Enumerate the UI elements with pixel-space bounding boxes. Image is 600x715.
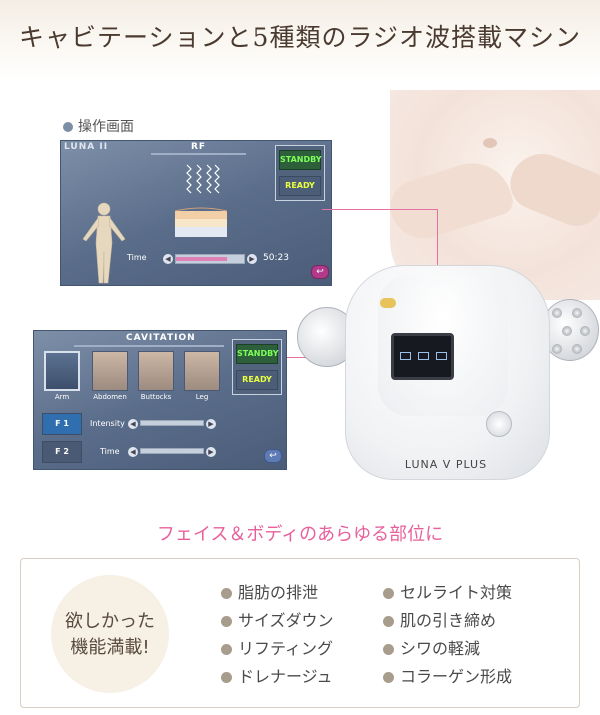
intensity-label: Intensity bbox=[90, 419, 125, 428]
bullet-icon bbox=[63, 122, 73, 132]
bullet-icon bbox=[221, 644, 232, 655]
time-increase-button[interactable]: ▶ bbox=[206, 447, 216, 457]
list-item: ドレナージュ bbox=[221, 663, 334, 691]
feature-text: ドレナージュ bbox=[238, 667, 333, 686]
f1-button[interactable]: F 1 bbox=[42, 413, 82, 435]
list-item: シワの軽減 bbox=[383, 635, 512, 663]
cavitation-title: CAVITATION bbox=[126, 333, 196, 343]
badge-line: 欲しかった bbox=[65, 611, 155, 632]
cav-status-panel: STANDBY READY bbox=[232, 339, 282, 395]
bullet-icon bbox=[383, 616, 394, 627]
time-label: Time bbox=[127, 253, 147, 262]
part-label: Leg bbox=[195, 393, 209, 401]
rf-wave-icon bbox=[186, 164, 220, 194]
title-bar bbox=[151, 153, 246, 155]
hand-left bbox=[383, 152, 517, 248]
header-banner: キャビテーションと5種類のラジオ波搭載マシン bbox=[0, 0, 600, 80]
list-item: リフティング bbox=[221, 635, 334, 663]
feature-text: サイズダウン bbox=[238, 611, 334, 630]
bullet-icon bbox=[221, 588, 232, 599]
feature-text: 肌の引き締め bbox=[400, 611, 497, 630]
feature-text: セルライト対策 bbox=[400, 583, 513, 602]
time-slider[interactable] bbox=[175, 254, 245, 264]
standby-button[interactable]: STANDBY bbox=[279, 150, 322, 170]
rf-back-button[interactable]: ↩ bbox=[311, 265, 329, 279]
ready-button[interactable]: READY bbox=[236, 370, 278, 390]
bullet-icon bbox=[383, 588, 394, 599]
list-item: 肌の引き締め bbox=[383, 607, 512, 635]
time-slider-fill bbox=[176, 257, 227, 261]
list-item: 脂肪の排泄 bbox=[221, 579, 334, 607]
feature-text: 脂肪の排泄 bbox=[238, 583, 319, 602]
features-panel: 欲しかった 機能満載! 脂肪の排泄 サイズダウン リフティング ドレナージュ セ… bbox=[20, 558, 580, 708]
title-bar bbox=[74, 345, 224, 347]
right-handpiece bbox=[541, 299, 599, 361]
screen-caption: 操作画面 bbox=[63, 116, 134, 136]
feature-text: シワの軽減 bbox=[400, 639, 481, 658]
rf-status-panel: STANDBY READY bbox=[275, 145, 325, 201]
part-abdomen-button[interactable] bbox=[92, 351, 128, 391]
cav-back-button[interactable]: ↩ bbox=[264, 449, 282, 463]
time-decrease-button[interactable]: ◀ bbox=[163, 254, 173, 264]
bullet-icon bbox=[383, 672, 394, 683]
feature-text: リフティング bbox=[238, 639, 334, 658]
rf-title: RF bbox=[191, 142, 207, 152]
bullet-icon bbox=[383, 644, 394, 655]
feature-list-left: 脂肪の排泄 サイズダウン リフティング ドレナージュ bbox=[221, 579, 334, 691]
intensity-decrease-button[interactable]: ◀ bbox=[128, 419, 138, 429]
section-subtitle: フェイス＆ボディのあらゆる部位に bbox=[156, 524, 444, 545]
intensity-slider[interactable] bbox=[140, 420, 204, 426]
list-item: セルライト対策 bbox=[383, 579, 512, 607]
part-arm-button[interactable] bbox=[44, 351, 80, 391]
feature-badge: 欲しかった 機能満載! bbox=[51, 575, 169, 693]
time-slider[interactable] bbox=[140, 448, 204, 454]
body-figure-icon bbox=[82, 202, 126, 284]
list-item: サイズダウン bbox=[221, 607, 334, 635]
brand-label: LUNA II bbox=[64, 142, 109, 152]
feature-list-right: セルライト対策 肌の引き締め シワの軽減 コラーゲン形成 bbox=[383, 579, 512, 691]
device-display bbox=[391, 333, 454, 380]
badge-text: 欲しかった 機能満載! bbox=[51, 609, 169, 661]
feature-text: コラーゲン形成 bbox=[400, 667, 513, 686]
connector-line bbox=[322, 209, 437, 210]
caption-text: 操作画面 bbox=[78, 119, 134, 135]
part-label: Arm bbox=[54, 393, 70, 401]
time-decrease-button[interactable]: ◀ bbox=[128, 447, 138, 457]
list-item: コラーゲン形成 bbox=[383, 663, 512, 691]
ready-button[interactable]: READY bbox=[279, 176, 321, 196]
device-knob bbox=[486, 411, 512, 437]
device-name: LUNA V PLUS bbox=[404, 458, 488, 471]
part-label: Abdomen bbox=[93, 393, 127, 401]
part-buttocks-button[interactable] bbox=[138, 351, 174, 391]
device-body: LUNA V PLUS bbox=[345, 265, 550, 480]
bullet-icon bbox=[221, 672, 232, 683]
part-leg-button[interactable] bbox=[184, 351, 220, 391]
f2-button[interactable]: F 2 bbox=[42, 441, 82, 463]
time-value: 50:23 bbox=[263, 253, 289, 263]
skin-layer-icon bbox=[174, 207, 228, 237]
part-label: Buttocks bbox=[140, 393, 172, 401]
intensity-increase-button[interactable]: ▶ bbox=[206, 419, 216, 429]
bullet-icon bbox=[221, 616, 232, 627]
time-increase-button[interactable]: ▶ bbox=[247, 254, 257, 264]
hand-right bbox=[502, 144, 600, 234]
standby-button[interactable]: STANDBY bbox=[236, 344, 279, 364]
page-title: キャビテーションと5種類のラジオ波搭載マシン bbox=[19, 23, 581, 52]
time-label: Time bbox=[100, 447, 120, 456]
badge-line: 機能満載! bbox=[70, 637, 150, 658]
cavitation-screen: CAVITATION Arm Abdomen Buttocks Leg STAN… bbox=[33, 330, 287, 470]
navel bbox=[483, 138, 497, 148]
device-logo-icon bbox=[380, 298, 396, 308]
rf-screen: LUNA II RF STANDBY bbox=[60, 140, 332, 286]
device-image: LUNA V PLUS bbox=[297, 255, 599, 480]
